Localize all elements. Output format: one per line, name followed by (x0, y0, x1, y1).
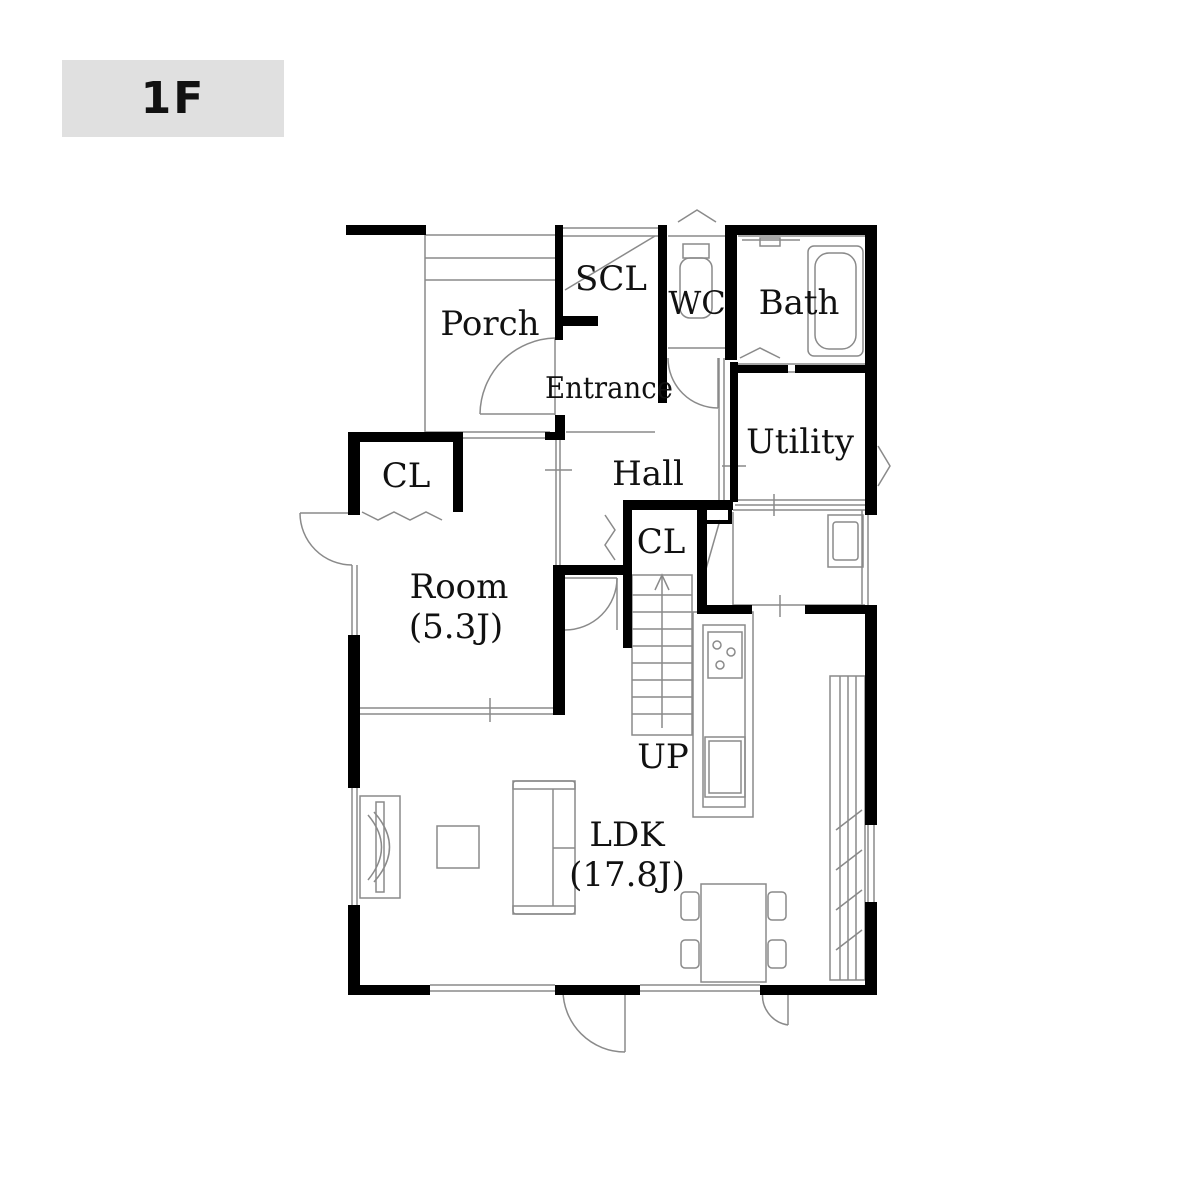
scl-label: SCL (575, 259, 647, 299)
floor-badge-bg (62, 60, 284, 137)
room-labels: Porch SCL WC Bath Entrance Utility Hall … (382, 259, 855, 895)
ldk-size-label: (17.8J) (569, 855, 685, 895)
room-size-label: (5.3J) (409, 607, 503, 647)
wc-label: WC (668, 284, 725, 322)
door-swings (299, 337, 789, 1053)
floor-badge: 1F (62, 60, 284, 137)
entrance-label: Entrance (545, 371, 673, 406)
porch-label: Porch (440, 304, 539, 344)
stairs-up-label: UP (637, 737, 689, 777)
cl-room-label: CL (382, 456, 431, 496)
hall-label: Hall (612, 454, 684, 494)
room-name-label: Room (410, 567, 509, 607)
ldk-name-label: LDK (589, 815, 665, 855)
cl-stair-label: CL (637, 522, 686, 562)
utility-label: Utility (746, 422, 855, 462)
thin-lines (351, 209, 891, 992)
bath-label: Bath (759, 283, 840, 323)
floor-label: 1F (140, 73, 206, 124)
walls (346, 225, 877, 995)
